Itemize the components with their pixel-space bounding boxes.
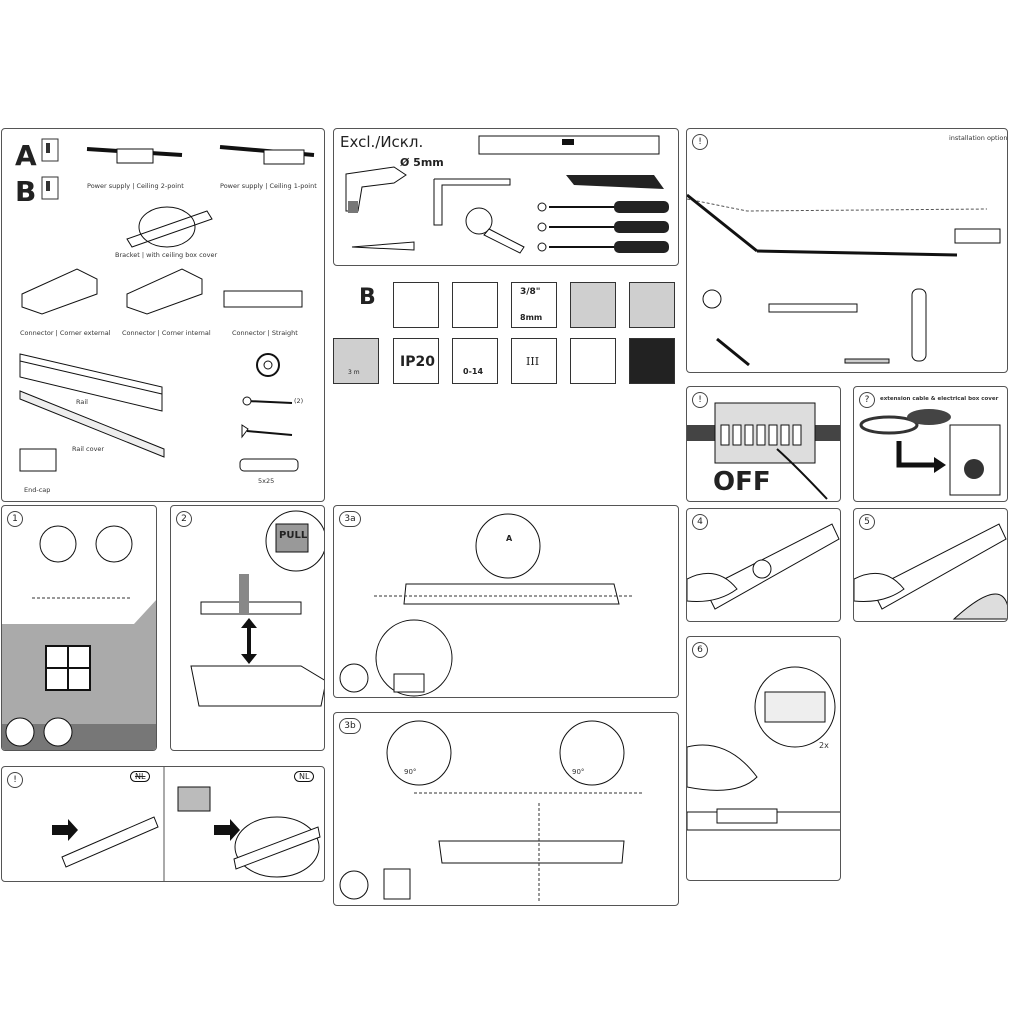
warning-marker: ! <box>7 772 23 788</box>
step-6-panel: 6 2x <box>686 636 841 881</box>
step-number: 2 <box>176 511 192 527</box>
indoor-house-icon <box>393 282 439 328</box>
step-number: 3b <box>339 718 361 734</box>
two-person-install-icon <box>452 282 498 328</box>
pull-label: PULL <box>279 530 308 541</box>
angle-left-label: 90° <box>404 768 417 776</box>
step-number: 4 <box>692 514 708 530</box>
step-3b-panel: 3b 90° 90° <box>333 712 679 906</box>
repeat-count-label: 2x <box>819 741 829 750</box>
caption-connector-internal: Connector | Corner internal <box>122 329 211 337</box>
mark-a-label: A <box>506 534 513 543</box>
extension-panel: ? extension cable & electrical box cover <box>853 386 1008 502</box>
caption-bracket: Bracket | with ceiling box cover <box>115 251 218 259</box>
package-a-label: A <box>15 139 37 172</box>
step-5-drawing <box>854 523 1007 620</box>
nl-crossed-badge: NL <box>130 771 151 782</box>
socket-size-icon: 3/8" 8mm <box>511 282 557 328</box>
installation-drawing <box>687 193 1001 367</box>
nl-drawing <box>52 767 321 881</box>
caption-screw-count: (2) <box>294 397 304 405</box>
step-5-panel: 5 <box>853 508 1008 622</box>
caption-connector-straight: Connector | Straight <box>232 329 298 337</box>
class-iii-icon: III <box>511 338 557 384</box>
step-3a-drawing <box>339 513 634 697</box>
caption-power-supply-1point: Power supply | Ceiling 1-point <box>220 182 317 190</box>
warning-marker: ! <box>692 392 708 408</box>
no-insulation-icon <box>570 338 616 384</box>
parts-panel: A B Power supply | Ceiling 2-point Pow <box>1 128 325 502</box>
package-b-label: B <box>15 175 37 208</box>
child-warning-icon: 0-14 <box>452 338 498 384</box>
warning-marker: ! <box>692 134 708 150</box>
breaker-drawing <box>687 402 840 500</box>
booklet-b-label: B <box>359 285 376 310</box>
step-6-drawing <box>687 666 840 831</box>
step-3b-drawing <box>339 720 644 903</box>
safety-icons: B 3/8" 8mm 3 m IP20 0-14 III <box>333 280 679 390</box>
step-2-panel: 2 PULL <box>170 505 325 751</box>
caption-end-cap: End-cap <box>24 486 51 494</box>
drill-bit-size: Ø 5mm <box>400 156 444 169</box>
step-number: 5 <box>859 514 875 530</box>
installation-option-panel: ! installation option <box>686 128 1008 373</box>
step-number: 1 <box>7 511 23 527</box>
tools-panel: Excl./Искл. Ø 5mm <box>333 128 679 266</box>
step-number: 6 <box>692 642 708 658</box>
step-1-drawing <box>2 525 156 750</box>
step-2-drawing <box>190 510 324 707</box>
no-damp-ceiling-icon <box>570 282 616 328</box>
ip-rating-icon: IP20 <box>393 338 439 384</box>
caption-power-supply-2point: Power supply | Ceiling 2-point <box>87 182 184 190</box>
angle-right-label: 90° <box>572 768 585 776</box>
step-4-panel: 4 <box>686 508 841 622</box>
caption-rail: Rail <box>76 398 88 406</box>
step-1-panel: 1 <box>1 505 157 751</box>
spotlight-icon <box>629 338 675 384</box>
excluded-tools-label: Excl./Искл. <box>340 133 424 151</box>
extension-drawing <box>859 409 1001 496</box>
step-3a-panel: 3a A <box>333 505 679 698</box>
off-label: OFF <box>713 467 771 497</box>
installation-option-caption: installation option <box>949 134 1008 142</box>
power-off-panel: ! OFF <box>686 386 841 502</box>
caption-dowel-size: 5x25 <box>258 477 275 485</box>
step-4-drawing <box>687 523 840 610</box>
distance-icon: 3 m <box>333 338 379 384</box>
mounting-height-icon <box>629 282 675 328</box>
extension-caption: extension cable & electrical box cover <box>880 396 999 402</box>
info-marker: ? <box>859 392 875 408</box>
tools-drawings <box>345 135 669 254</box>
nl-badge: NL <box>294 771 315 782</box>
nl-panel: ! NL NL <box>1 766 325 882</box>
caption-rail-cover: Rail cover <box>72 445 105 453</box>
parts-drawings <box>19 138 315 472</box>
caption-connector-external: Connector | Corner external <box>20 329 111 337</box>
step-number: 3a <box>339 511 361 527</box>
